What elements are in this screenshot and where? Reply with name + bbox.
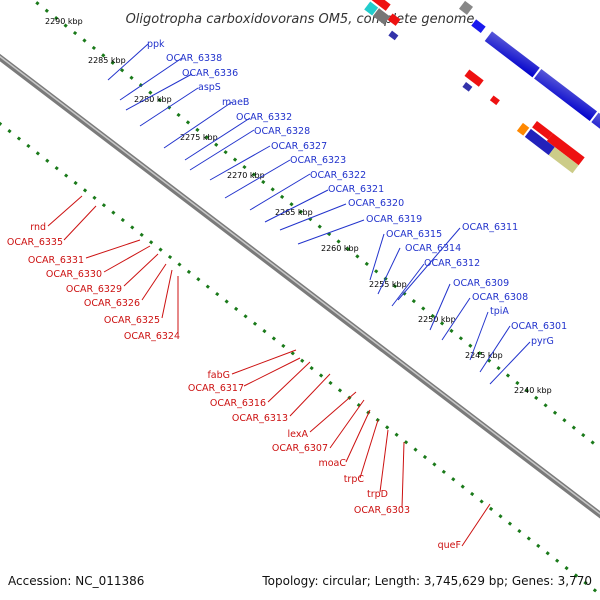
scale-label: 2270 kbp — [227, 171, 265, 180]
gene-label-reverse: rnd — [30, 222, 46, 233]
gene-block — [371, 0, 391, 11]
gene-block — [388, 30, 399, 41]
scale-label: 2265 kbp — [275, 208, 313, 217]
gene-label-reverse: OCAR_6331 — [28, 255, 84, 266]
gene-block — [591, 112, 600, 159]
reverse-gene-labels: rnd OCAR_6335 OCAR_6331 OCAR_6330 OCAR_6… — [7, 222, 461, 551]
gene-label-reverse: trpC — [344, 474, 365, 485]
scale-label: 2245 kbp — [465, 351, 503, 360]
gene-label-forward: OCAR_6338 — [166, 53, 222, 64]
gene-block — [546, 133, 585, 166]
gene-block — [548, 147, 579, 174]
gene-label-reverse: OCAR_6325 — [104, 315, 160, 326]
gene-block — [458, 0, 474, 15]
gene-label-forward: OCAR_6323 — [290, 155, 346, 166]
scale-label: 2250 kbp — [418, 315, 456, 324]
gene-label-forward: ppk — [147, 39, 165, 50]
scale-label: 2285 kbp — [88, 56, 126, 65]
gene-label-forward: maeB — [222, 97, 249, 108]
gene-label-reverse: OCAR_6317 — [188, 383, 244, 394]
gene-label-forward: OCAR_6332 — [236, 112, 292, 123]
gene-label-forward: OCAR_6327 — [271, 141, 327, 152]
gene-label-reverse: OCAR_6307 — [272, 443, 328, 454]
gene-label-forward: OCAR_6315 — [386, 229, 442, 240]
gene-block — [489, 95, 500, 106]
gene-label-reverse: OCAR_6313 — [232, 413, 288, 424]
reverse-leader-lines — [47, 195, 491, 547]
gene-block — [484, 31, 540, 78]
gene-label-forward: pyrG — [531, 336, 554, 347]
map-title: Oligotropha carboxidovorans OM5, complet… — [126, 12, 475, 27]
scale-label: 2290 kbp — [45, 17, 83, 26]
scale-label: 2260 kbp — [321, 244, 359, 253]
outer-tick-line — [30, 0, 600, 451]
gene-label-reverse: OCAR_6303 — [354, 505, 410, 516]
gene-label-reverse: trpD — [367, 489, 388, 500]
gene-block — [372, 8, 391, 25]
gene-label-reverse: moaC — [318, 458, 346, 469]
gene-block — [471, 19, 486, 33]
gene-block — [464, 69, 484, 87]
scale-label: 2255 kbp — [369, 280, 407, 289]
gene-label-forward: aspS — [198, 82, 221, 93]
inner-tick-line — [0, 121, 600, 597]
gene-label-forward: OCAR_6336 — [182, 68, 238, 79]
gene-label-forward: OCAR_6308 — [472, 292, 528, 303]
gene-label-reverse: lexA — [288, 429, 309, 440]
gene-label-forward: OCAR_6301 — [511, 321, 567, 332]
gene-label-forward: OCAR_6309 — [453, 278, 509, 289]
forward-gene-labels: ppk OCAR_6338 OCAR_6336 aspS maeB OCAR_6… — [147, 39, 567, 347]
scale-label: 2275 kbp — [180, 133, 218, 142]
gene-block — [532, 120, 553, 140]
gene-label-forward: OCAR_6314 — [405, 243, 461, 254]
gene-block — [462, 82, 473, 92]
gene-block — [387, 13, 401, 26]
gene-block — [524, 128, 555, 156]
gene-label-reverse: OCAR_6329 — [66, 284, 122, 295]
gene-block — [534, 69, 598, 121]
genome-backbone — [0, 53, 600, 519]
gene-label-forward: OCAR_6320 — [348, 198, 404, 209]
gene-label-reverse: OCAR_6335 — [7, 237, 63, 248]
reverse-strand-genes — [364, 0, 585, 174]
gene-label-forward: OCAR_6312 — [424, 258, 480, 269]
gene-label-forward: OCAR_6321 — [328, 184, 384, 195]
gene-label-reverse: OCAR_6326 — [84, 298, 140, 309]
gene-label-forward: tpiA — [490, 306, 509, 317]
gene-label-forward: OCAR_6328 — [254, 126, 310, 137]
gene-label-reverse: OCAR_6324 — [124, 331, 180, 342]
scale-label: 2240 kbp — [514, 386, 552, 395]
gene-label-forward: OCAR_6311 — [462, 222, 518, 233]
gene-block — [516, 122, 530, 136]
scale-labels: 2290 kbp 2285 kbp 2280 kbp 2275 kbp 2270… — [45, 17, 552, 395]
accession-text: Accession: NC_011386 — [8, 574, 144, 588]
gene-label-forward: OCAR_6319 — [366, 214, 422, 225]
forward-strand-genes — [458, 0, 600, 159]
gene-label-reverse: fabG — [207, 370, 230, 381]
genome-summary-text: Topology: circular; Length: 3,745,629 bp… — [261, 574, 592, 588]
gene-block — [364, 1, 379, 16]
gene-label-reverse: queF — [438, 540, 461, 551]
gene-label-forward: OCAR_6322 — [310, 170, 366, 181]
gene-label-reverse: OCAR_6330 — [46, 269, 102, 280]
forward-leader-lines — [107, 43, 531, 385]
gene-label-reverse: OCAR_6316 — [210, 398, 266, 409]
scale-label: 2280 kbp — [134, 95, 172, 104]
genome-backbone-highlight — [0, 55, 600, 515]
